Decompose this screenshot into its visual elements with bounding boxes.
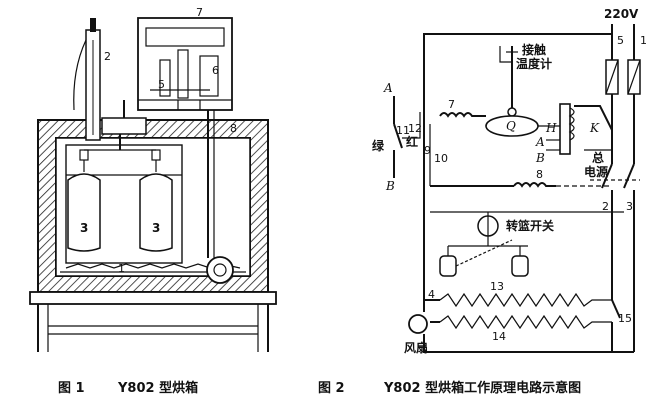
letter-k: K xyxy=(589,121,600,135)
term-5: 5 xyxy=(617,34,624,47)
term-2: 2 xyxy=(602,200,609,213)
lamp-right xyxy=(511,255,529,277)
letter-a-left: A xyxy=(383,81,393,95)
term-9: 9 xyxy=(424,144,431,157)
coil-7 xyxy=(439,112,486,118)
term-12: 12 xyxy=(408,122,422,135)
letter-h: H xyxy=(545,121,557,135)
letter-b-left: B xyxy=(385,179,395,193)
oven-illustration xyxy=(29,17,277,352)
term-1: 1 xyxy=(640,34,647,47)
fig1-label-7: 7 xyxy=(196,6,203,19)
fig1-label-8: 8 xyxy=(230,122,237,135)
fig1-caption-num: 图 1 xyxy=(58,381,85,396)
letter-b-right: B xyxy=(535,151,545,165)
basket-switch-label: 转篮开关 xyxy=(506,218,554,233)
term-11: 11 xyxy=(396,124,410,137)
fig1-label-3a: 3 xyxy=(80,221,88,235)
relay-h xyxy=(559,103,571,155)
motor-8 xyxy=(206,256,234,284)
red-label: 红 xyxy=(406,134,418,149)
thermometer-label-2: 温度计 xyxy=(516,56,552,71)
supply-voltage: 220V xyxy=(604,7,639,21)
heater-13 xyxy=(439,292,612,308)
fig1-label-5: 5 xyxy=(158,78,165,91)
fig2-caption-text: Y802 型烘箱工作原理电路示意图 xyxy=(383,380,581,396)
motor-block xyxy=(101,117,147,135)
fig1-caption-text: Y802 型烘箱 xyxy=(117,380,198,396)
power-label-1: 总 xyxy=(592,150,604,165)
term-7: 7 xyxy=(448,98,455,111)
cylinder-left xyxy=(67,149,101,252)
fan-motor xyxy=(408,314,428,334)
thermometer-label-1: 接触 xyxy=(522,42,546,57)
lamp-left xyxy=(439,255,457,277)
term-4: 4 xyxy=(428,288,435,301)
circuit-diagram xyxy=(393,24,641,353)
oven-basket xyxy=(65,144,183,264)
fig1-label-1: 1 xyxy=(118,262,125,275)
fig1-label-2: 2 xyxy=(104,50,111,63)
term-13: 13 xyxy=(490,280,504,293)
oven-base xyxy=(29,291,277,305)
term-15: 15 xyxy=(618,312,632,325)
fan-label: 风扇 xyxy=(404,340,428,355)
fig1-label-6: 6 xyxy=(212,64,219,77)
heater-element xyxy=(65,263,241,269)
control-box xyxy=(137,17,233,111)
term-14: 14 xyxy=(492,330,506,343)
letter-q: Q xyxy=(506,119,516,133)
fig2-caption-num: 图 2 xyxy=(318,381,345,396)
term-8: 8 xyxy=(536,168,543,181)
thermometer-column xyxy=(73,18,101,141)
heater-14 xyxy=(439,314,612,330)
coil-8 xyxy=(513,182,556,188)
term-3: 3 xyxy=(626,200,633,213)
letter-a-right: A xyxy=(535,135,545,149)
fig1-label-3b: 3 xyxy=(152,221,160,235)
green-label: 绿 xyxy=(372,138,385,153)
term-10: 10 xyxy=(434,152,448,165)
power-label-2: 电源 xyxy=(584,164,608,179)
